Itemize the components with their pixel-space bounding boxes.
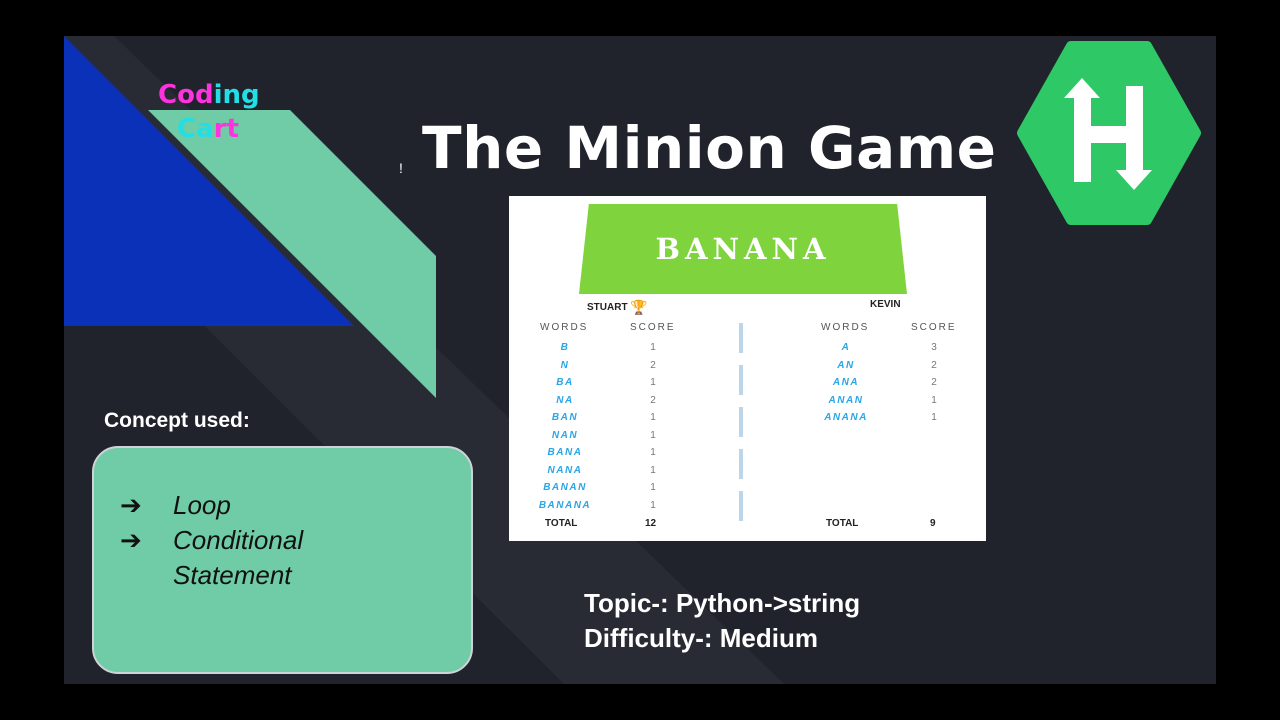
score-cell: 2	[931, 377, 937, 388]
score-cell: 1	[650, 499, 656, 511]
stuart-total-label: TOTAL	[545, 518, 578, 529]
score-cell: 1	[650, 342, 656, 353]
coding-cart-logo: Coding Cart	[158, 78, 260, 146]
stuart-score-list: 1 2 1 2 1 1 1 1 1 1	[633, 339, 673, 514]
minion-game-card: BANANA STUART 🏆 KEVIN WORDS SCORE WORDS …	[509, 196, 986, 541]
kevin-score-list: 3 2 2 1 1	[914, 339, 954, 427]
word-cell: NA	[556, 394, 574, 406]
banner-word: BANANA	[655, 232, 831, 266]
stuart-total: 12	[645, 518, 657, 529]
word-cell: B	[560, 342, 570, 353]
player-kevin: KEVIN	[870, 299, 901, 310]
word-cell: N	[560, 359, 570, 371]
concept-item-label: Conditional Statement	[173, 525, 304, 590]
kevin-total: 9	[930, 518, 936, 529]
word-cell: A	[841, 342, 851, 353]
score-cell: 1	[650, 412, 656, 423]
topic-info: Topic-: Python->string Difficulty-: Medi…	[584, 586, 860, 656]
word-cell: NAN	[551, 429, 579, 441]
score-cell: 1	[650, 482, 656, 493]
concept-box: ➔ Loop ➔ Conditional Statement	[92, 446, 473, 674]
mint-stripe	[148, 110, 436, 398]
concept-item-label: Loop	[173, 490, 231, 520]
concept-heading: Concept used:	[104, 409, 250, 432]
word-cell: BANA	[547, 447, 583, 458]
score-cell: 1	[650, 377, 656, 388]
player-stuart: STUART 🏆	[587, 299, 648, 315]
score-cell: 1	[650, 464, 656, 476]
kevin-total-label: TOTAL	[826, 518, 859, 529]
trophy-icon: 🏆	[630, 299, 648, 315]
difficulty-text: Difficulty-: Medium	[584, 623, 818, 653]
score-cell: 2	[931, 359, 937, 371]
kevin-score-header: SCORE	[911, 322, 957, 333]
score-cell: 2	[650, 359, 656, 371]
word-cell: AN	[837, 359, 855, 371]
brand-part: Ca	[177, 114, 214, 144]
brand-word-cart: Cart	[158, 112, 258, 146]
kevin-words-header: WORDS	[821, 322, 870, 333]
stuart-score-header: SCORE	[630, 322, 676, 333]
word-cell: BAN	[551, 412, 579, 423]
kevin-words-list: A AN ANA ANAN ANANA	[810, 339, 882, 427]
title-mark: !	[399, 160, 403, 176]
word-cell: BA	[556, 377, 574, 388]
hackerrank-h-icon	[1017, 41, 1201, 225]
banana-banner: BANANA	[579, 204, 907, 294]
score-cell: 1	[650, 429, 656, 441]
score-cell: 2	[650, 394, 656, 406]
word-cell: ANA	[832, 377, 860, 388]
blue-stripe	[64, 36, 354, 326]
word-cell: NANA	[547, 464, 583, 476]
arrow-right-icon: ➔	[120, 490, 142, 520]
topic-text: Topic-: Python->string	[584, 588, 861, 618]
score-cell: 1	[931, 412, 937, 423]
word-cell: ANANA	[824, 412, 868, 423]
slide: Coding Cart ! The Minion Game BANANA STU…	[64, 36, 1216, 684]
concept-list: ➔ Loop ➔ Conditional Statement	[94, 448, 471, 593]
concept-item: ➔ Loop	[120, 488, 471, 523]
brand-part: Cod	[158, 80, 214, 110]
brand-part: rt	[213, 114, 239, 144]
word-cell: BANAN	[543, 482, 587, 493]
word-cell: ANAN	[828, 394, 864, 406]
page-title: The Minion Game	[422, 114, 997, 182]
score-cell: 1	[931, 394, 937, 406]
brand-part: ing	[213, 80, 260, 110]
brand-word-coding: Coding	[158, 78, 260, 112]
score-cell: 1	[650, 447, 656, 458]
concept-item: ➔ Conditional Statement	[120, 523, 471, 593]
column-divider	[739, 323, 743, 533]
arrow-right-icon: ➔	[120, 525, 142, 555]
stuart-words-list: B N BA NA BAN NAN BANA NANA BANAN BANANA	[529, 339, 601, 514]
word-cell: BANANA	[538, 499, 592, 511]
stuart-words-header: WORDS	[540, 322, 589, 333]
score-cell: 3	[931, 342, 937, 353]
